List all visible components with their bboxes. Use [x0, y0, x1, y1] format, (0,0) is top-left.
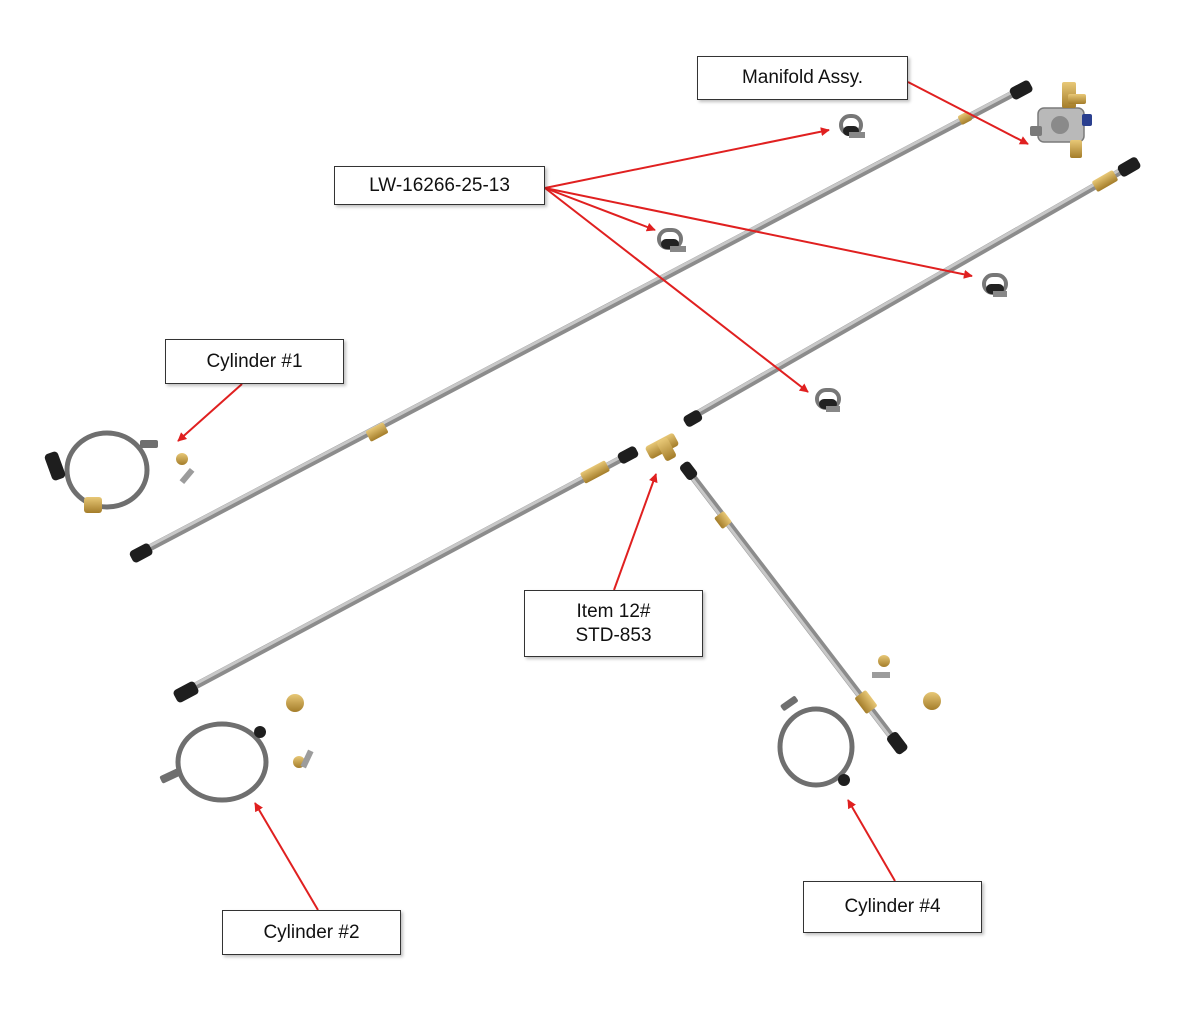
brass-fitting — [1092, 170, 1118, 192]
callout-cylinder-2: Cylinder #2 — [222, 910, 401, 955]
p-clamp — [657, 228, 686, 252]
tube-end-cap — [679, 461, 698, 480]
tube-end-cap — [617, 446, 639, 464]
tube-line-1 — [129, 80, 1033, 563]
callout-label: LW-16266-25-13 — [369, 174, 510, 196]
arrow-cylinder-2 — [254, 802, 319, 911]
brass-fitting — [580, 460, 610, 484]
callout-arrows — [177, 81, 1029, 911]
callout-label: Cylinder #2 — [263, 921, 360, 943]
arrow-manifold — [907, 81, 1029, 145]
brass-fitting — [714, 511, 732, 529]
cylinder-4-band-clamp — [777, 696, 855, 788]
callout-label: Manifold Assy. — [741, 67, 864, 89]
brass-tee-fitting — [645, 433, 679, 461]
callout-item-12: Item 12# STD-853 — [524, 590, 703, 657]
arrow-cylinder-1 — [177, 383, 243, 442]
callout-manifold-assy: Manifold Assy. — [697, 56, 908, 100]
p-clamp — [815, 388, 841, 412]
tube-end-cap — [886, 732, 908, 755]
p-clamp — [982, 273, 1008, 297]
brass-fitting — [855, 690, 877, 714]
tube-end-cap — [683, 410, 703, 427]
tube-line-4 — [679, 461, 908, 755]
nut-and-bolt — [872, 655, 941, 710]
manifold-assembly — [1030, 82, 1092, 158]
callout-cylinder-1: Cylinder #1 — [165, 339, 344, 384]
tube-end-cap — [1009, 80, 1033, 100]
p-clamp — [839, 114, 865, 138]
tube-end-cap — [1117, 157, 1141, 177]
nut-and-bolt — [286, 694, 314, 769]
arrow-clamp-4 — [544, 187, 809, 393]
cylinder-2-band-clamp — [159, 721, 269, 803]
tube-end-cap — [129, 543, 153, 563]
callout-label: Cylinder #4 — [844, 896, 941, 918]
arrow-item-12 — [613, 473, 658, 591]
cylinder-1-band-clamp — [44, 430, 158, 513]
tube-line-3 — [173, 446, 639, 703]
callout-label: Cylinder #1 — [206, 350, 303, 372]
brass-fitting — [958, 111, 972, 125]
tube-end-cap — [173, 681, 199, 703]
callout-cylinder-4: Cylinder #4 — [803, 881, 982, 933]
callout-label-line-2: STD-853 — [575, 624, 652, 646]
arrow-clamp-3 — [544, 187, 973, 279]
arrow-clamp-2 — [544, 187, 656, 232]
nut-and-bolt — [176, 453, 195, 485]
callout-clamp-part-number: LW-16266-25-13 — [334, 166, 545, 205]
brass-fitting — [366, 422, 388, 442]
arrow-cylinder-4 — [847, 799, 896, 882]
tube-line-2 — [683, 157, 1141, 427]
arrow-clamp-1 — [544, 127, 830, 189]
callout-label-line-1: Item 12# — [576, 600, 651, 622]
